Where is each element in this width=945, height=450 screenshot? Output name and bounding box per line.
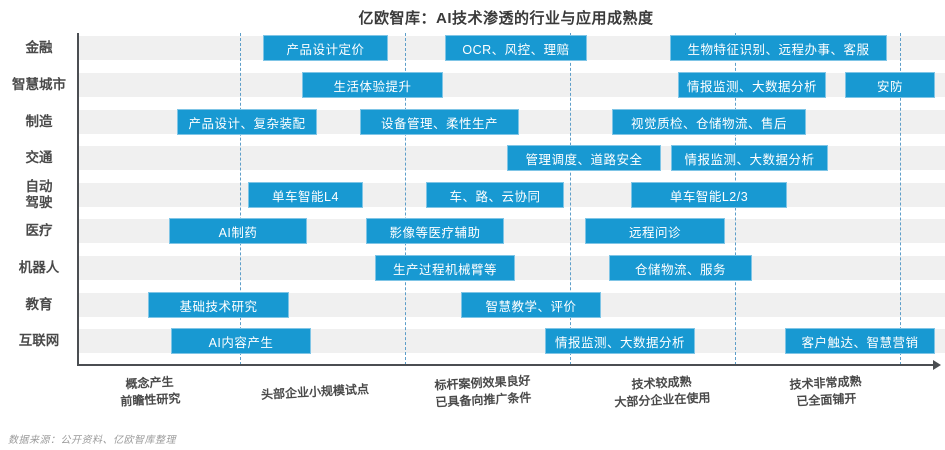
application-box: 设备管理、柔性生产 [360,109,519,135]
application-box: 安防 [845,72,935,98]
application-box: AI内容产生 [171,328,311,354]
application-box: 客户触达、智慧营销 [785,328,935,354]
application-box: 情报监测、大数据分析 [545,328,695,354]
industry-label: 自动 驾驶 [25,179,53,210]
application-box: OCR、风控、理赔 [445,35,587,61]
industry-label: 交通 [25,150,53,166]
application-box: 单车智能L4 [248,182,363,208]
industry-label: 制造 [25,114,53,130]
industry-label: 机器人 [18,260,60,276]
application-box: 基础技术研究 [148,292,289,318]
industry-label: 互联网 [18,333,60,349]
application-box: 远程问诊 [585,218,725,244]
application-box: 产品设计、复杂装配 [177,109,317,135]
stage-label: 头部企业小规模试点 [260,381,370,402]
x-axis-line [77,364,935,366]
application-box: AI制药 [169,218,307,244]
application-box: 车、路、云协同 [426,182,564,208]
stage-label: 技术较成熟 大部分企业在使用 [614,374,711,410]
y-axis-line [77,33,79,366]
stage-divider-line [900,33,901,365]
stage-label: 技术非常成熟 已全面铺开 [789,374,862,409]
application-box: 情报监测、大数据分析 [678,72,826,98]
source-footnote: 数据来源：公开资料、亿欧智库整理 [8,435,176,446]
x-axis-arrow-icon [933,360,941,370]
application-box: 生产过程机械臂等 [375,255,515,281]
application-box: 单车智能L2/3 [631,182,787,208]
application-box: 视觉质检、仓储物流、售后 [612,109,806,135]
stage-label: 概念产生 前瞻性研究 [120,374,181,409]
stage-label: 标杆案例效果良好 已具备向推广条件 [434,373,532,410]
application-box: 情报监测、大数据分析 [671,145,828,171]
stage-divider-line [570,33,571,365]
industry-label: 金融 [25,40,53,56]
application-box: 产品设计定价 [263,35,388,61]
stage-divider-line [405,33,406,365]
industry-label: 智慧城市 [12,77,66,93]
application-box: 生物特征识别、远程办事、客服 [670,35,887,61]
chart-title: 亿欧智库：AI技术渗透的行业与应用成熟度 [358,10,654,27]
stage-divider-line [240,33,241,365]
industry-label: 医疗 [25,223,53,239]
industry-label: 教育 [25,297,53,313]
application-box: 影像等医疗辅助 [366,218,504,244]
application-box: 智慧教学、评价 [461,292,601,318]
application-box: 管理调度、道路安全 [507,145,661,171]
application-box: 生活体验提升 [302,72,443,98]
application-box: 仓储物流、服务 [609,255,752,281]
